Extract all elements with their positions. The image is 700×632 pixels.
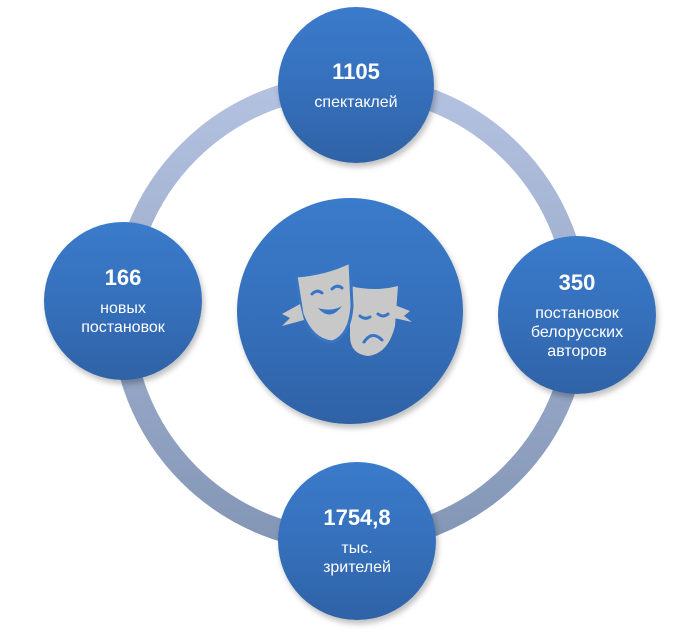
- stat-value: 350: [558, 269, 596, 295]
- center-circle: [237, 198, 463, 424]
- stat-value: 1105: [332, 58, 380, 84]
- theater-masks-icon: [282, 259, 412, 356]
- stat-circle-spectators: 1754,8 тыс. зрителей: [278, 462, 436, 620]
- stat-label: постановок белорусских авторов: [530, 304, 624, 360]
- stat-label: новых постановок: [81, 300, 165, 336]
- stat-value: 166: [104, 265, 142, 290]
- stat-value: 1754,8: [323, 505, 391, 530]
- stat-label: тыс. зрителей: [323, 540, 391, 576]
- stat-circle-new-productions: 166 новых постановок: [44, 222, 202, 380]
- stat-circle-belarusian-authors: 350 постановок белорусских авторов: [498, 236, 656, 394]
- stat-label: спектаклей: [314, 93, 398, 111]
- stat-circle-performances: 1105 спектаклей: [278, 7, 434, 163]
